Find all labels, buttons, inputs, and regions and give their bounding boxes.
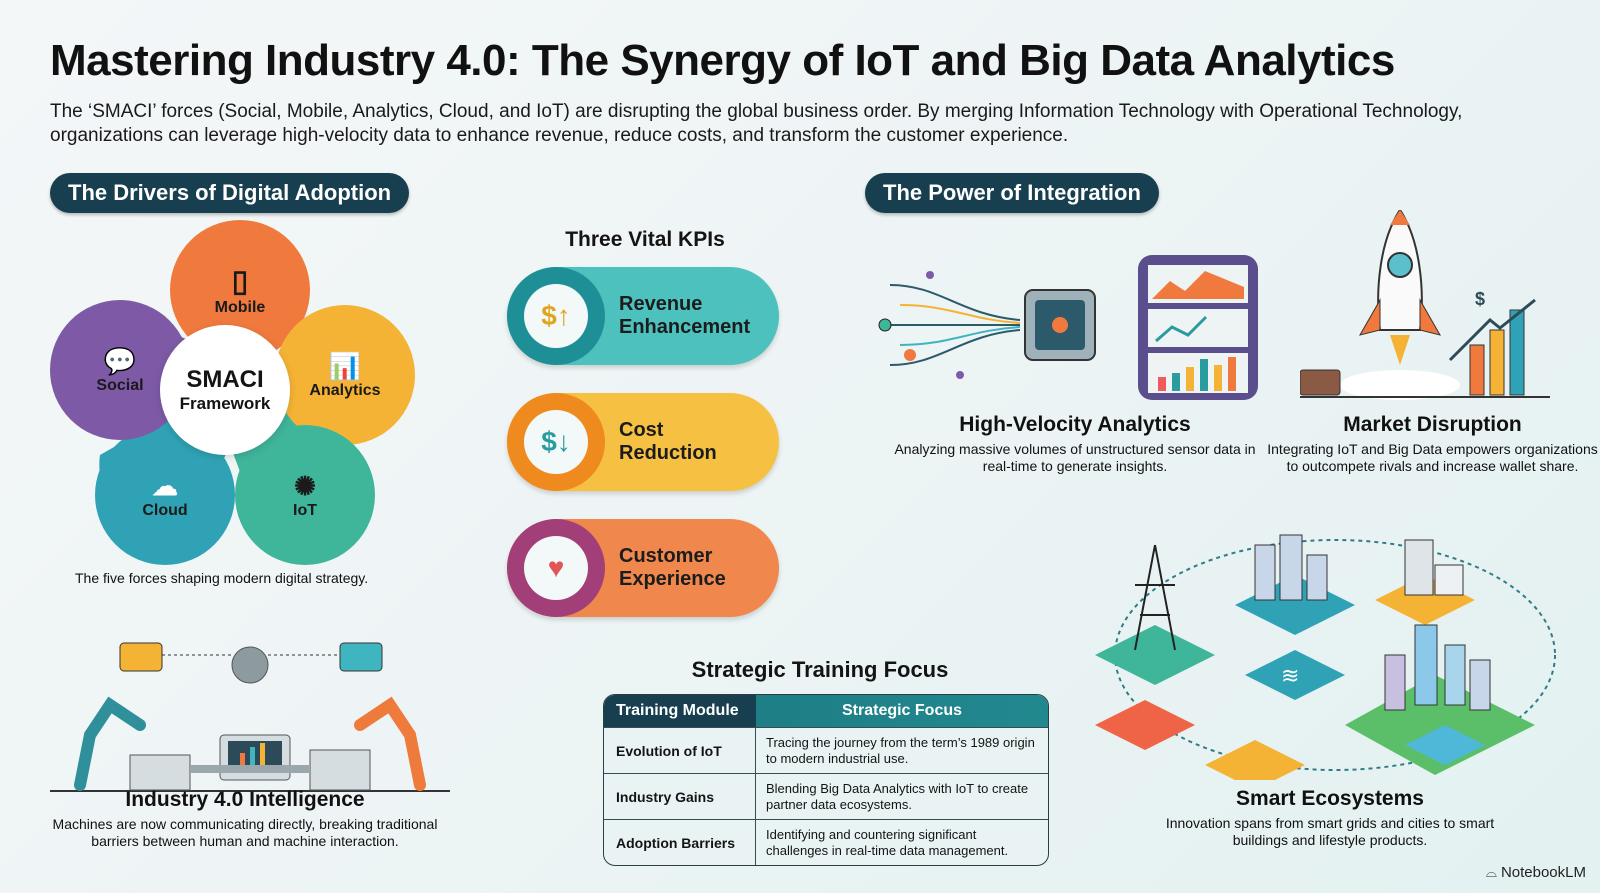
industry-description: Machines are now communicating directly,… (52, 816, 438, 849)
kpi-ring: $↓ (507, 393, 605, 491)
section-heading-label: The Drivers of Digital Adoption (68, 180, 392, 205)
kpi-label: Customer Experience (619, 545, 726, 591)
network-hub-icon: ✺ (294, 470, 316, 501)
table-row: Adoption Barriers Identifying and counte… (604, 819, 1048, 865)
factory-robots-illustration (50, 642, 450, 792)
kpi-ring: $↑ (507, 267, 605, 365)
svg-text:$: $ (1475, 289, 1485, 309)
page-title: Mastering Industry 4.0: The Synergy of I… (50, 36, 1395, 85)
focus-cell: Tracing the journey from the term’s 1989… (756, 727, 1048, 773)
rocket-growth-illustration: $ (1300, 210, 1550, 400)
petal-label: Cloud (142, 501, 188, 519)
smaci-center-subtitle: Framework (179, 394, 271, 413)
petal-label: IoT (293, 501, 317, 519)
people-chat-icon: 💬 (103, 345, 137, 376)
ecosystems-caption: Smart Ecosystems Innovation spans from s… (1150, 787, 1510, 849)
section-heading-label: The Power of Integration (883, 180, 1141, 205)
smart-ecosystem-illustration: ≋ (1095, 534, 1556, 780)
kpi-label-line1: Customer (619, 545, 713, 567)
disruption-caption: Market Disruption Integrating IoT and Bi… (1265, 413, 1600, 475)
kpi-glyph: $↓ (541, 426, 571, 457)
petal-label: Analytics (309, 381, 381, 399)
column-header-focus: Strategic Focus (756, 695, 1048, 727)
kpi-ring: ♥ (507, 519, 605, 617)
customer-heart-icon: ♥ (524, 536, 588, 600)
module-cell: Industry Gains (604, 773, 756, 819)
cloud-upload-icon: ☁ (152, 470, 178, 501)
smaci-center-title: SMACI (186, 366, 264, 393)
notebooklm-logo-icon: ⌓ (1485, 864, 1497, 880)
module-cell: Evolution of IoT (604, 727, 756, 773)
industry-caption: Industry 4.0 Intelligence Machines are n… (30, 788, 460, 850)
kpi-label-line2: Experience (619, 568, 726, 590)
column-header-module: Training Module (604, 695, 756, 727)
disruption-title: Market Disruption (1343, 413, 1522, 436)
module-cell: Adoption Barriers (604, 819, 756, 865)
section-heading-integration: The Power of Integration (865, 173, 1159, 213)
kpi-heading: Three Vital KPIs (565, 228, 725, 251)
kpi-revenue-enhancement: $↑ Revenue Enhancement (507, 267, 779, 365)
petal-analytics: 📊 Analytics (275, 305, 415, 445)
svg-text:≋: ≋ (1281, 664, 1299, 689)
notebooklm-brand: ⌓ NotebookLM (1486, 864, 1586, 881)
kpi-glyph: ♥ (547, 552, 565, 583)
kpi-glyph: $↑ (541, 300, 571, 331)
smaci-center: SMACI Framework (160, 325, 290, 455)
kpi-cost-reduction: $↓ Cost Reduction (507, 393, 779, 491)
kpi-label: Revenue Enhancement (619, 293, 750, 339)
drivers-caption: The five forces shaping modern digital s… (75, 570, 369, 586)
petal-iot: ✺ IoT (235, 425, 375, 565)
kpi-label-line2: Enhancement (619, 316, 751, 338)
kpi-label-line1: Revenue (619, 293, 703, 315)
kpi-label-line2: Reduction (619, 442, 717, 464)
data-chip-analytics-illustration (878, 255, 1258, 400)
petal-label: Social (96, 376, 144, 394)
petal-label: Mobile (214, 298, 266, 316)
bar-chart-icon: 📊 (328, 350, 362, 381)
disruption-description: Integrating IoT and Big Data empowers or… (1267, 441, 1598, 474)
revenue-up-icon: $↑ (524, 284, 588, 348)
industry-title: Industry 4.0 Intelligence (125, 788, 365, 811)
focus-cell: Identifying and countering significant c… (756, 819, 1048, 865)
table-header-row: Training Module Strategic Focus (604, 695, 1048, 727)
kpi-customer-experience: ♥ Customer Experience (507, 519, 779, 617)
cost-down-icon: $↓ (524, 410, 588, 474)
training-heading: Strategic Training Focus (691, 657, 949, 682)
ecosystems-description: Innovation spans from smart grids and ci… (1165, 815, 1495, 848)
analytics-title: High-Velocity Analytics (959, 413, 1191, 436)
smaci-framework-diagram: ▯ Mobile 📊 Analytics ✺ IoT ☁ Cloud 💬 Soc… (50, 220, 415, 565)
table-row: Evolution of IoT Tracing the journey fro… (604, 727, 1048, 773)
section-heading-drivers: The Drivers of Digital Adoption (50, 173, 410, 213)
kpi-label: Cost Reduction (619, 419, 717, 465)
ecosystems-title: Smart Ecosystems (1236, 787, 1424, 810)
training-table: Training Module Strategic Focus Evolutio… (603, 694, 1049, 866)
page-subtitle: The ‘SMACI’ forces (Social, Mobile, Anal… (50, 101, 1463, 146)
focus-cell: Blending Big Data Analytics with IoT to … (756, 773, 1048, 819)
smartphone-icon: ▯ (231, 264, 249, 298)
analytics-description: Analyzing massive volumes of unstructure… (894, 441, 1256, 474)
table-row: Industry Gains Blending Big Data Analyti… (604, 773, 1048, 819)
brand-label: NotebookLM (1500, 864, 1586, 881)
kpi-label-line1: Cost (619, 419, 664, 441)
analytics-caption: High-Velocity Analytics Analyzing massiv… (880, 413, 1270, 475)
